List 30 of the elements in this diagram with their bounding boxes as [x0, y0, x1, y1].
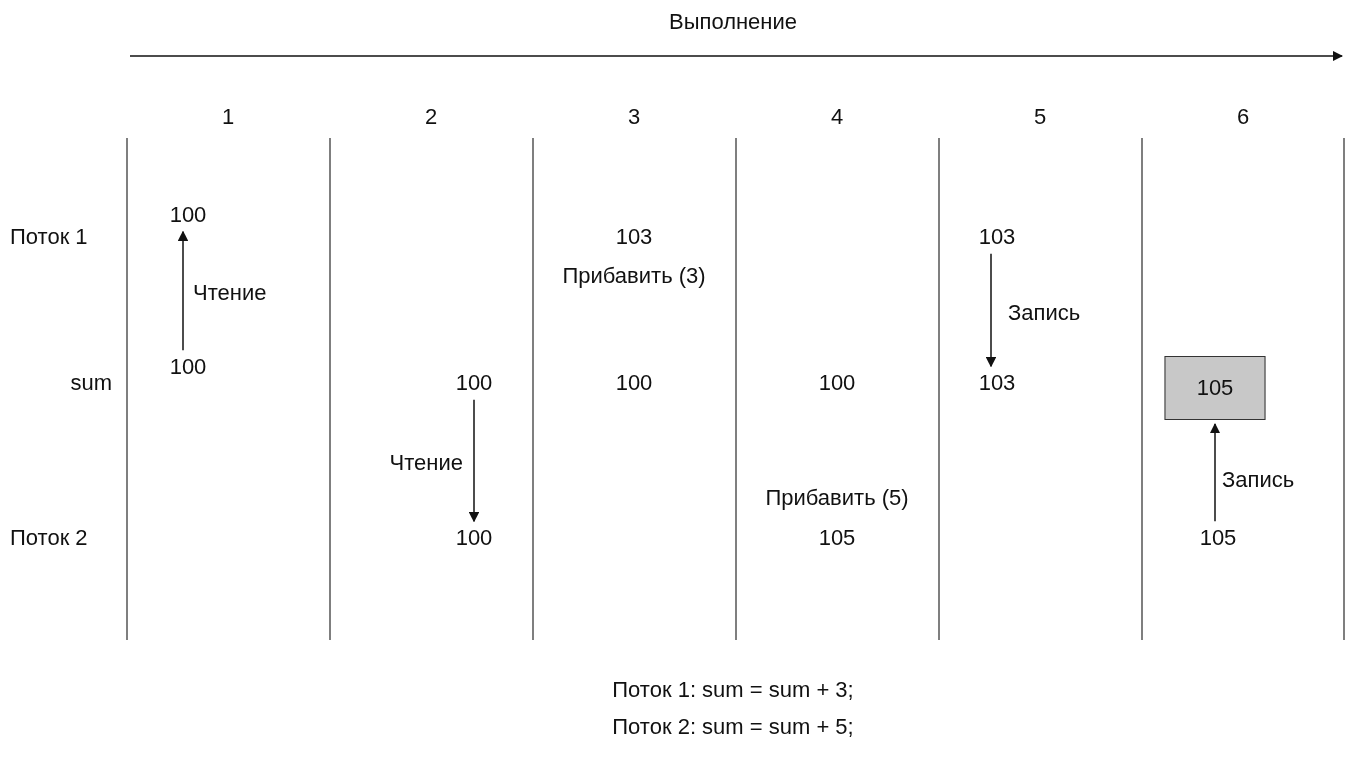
edge-label: Чтение: [193, 280, 267, 306]
edge-label: Запись: [1008, 300, 1081, 326]
value-text: 100: [455, 370, 493, 396]
row-label: sum: [70, 370, 112, 396]
code-line: Поток 1: sum = sum + 3;: [612, 677, 854, 703]
column-number: 2: [424, 104, 438, 130]
column-number: 6: [1236, 104, 1250, 130]
row-label: Поток 1: [10, 224, 88, 250]
axis-title: Выполнение: [669, 9, 797, 35]
edge-label: Запись: [1222, 467, 1295, 493]
column-number: 5: [1033, 104, 1047, 130]
value-text: 103: [978, 224, 1016, 250]
value-text: 100: [169, 202, 207, 228]
value-text: 103: [978, 370, 1016, 396]
value-text: 100: [818, 370, 856, 396]
value-text: 103: [615, 224, 653, 250]
value-text: 105: [1199, 525, 1237, 551]
column-number: 4: [830, 104, 844, 130]
column-number: 3: [627, 104, 641, 130]
operation-text: Прибавить (5): [765, 485, 909, 511]
value-text: 100: [615, 370, 653, 396]
operation-text: Прибавить (3): [562, 263, 706, 289]
edge-label: Чтение: [389, 450, 463, 476]
code-line: Поток 2: sum = sum + 5;: [612, 714, 854, 740]
value-box: 105: [1164, 356, 1266, 420]
value-text: 105: [818, 525, 856, 551]
column-number: 1: [221, 104, 235, 130]
value-text: 100: [455, 525, 493, 551]
row-label: Поток 2: [10, 525, 88, 551]
value-text: 100: [169, 354, 207, 380]
